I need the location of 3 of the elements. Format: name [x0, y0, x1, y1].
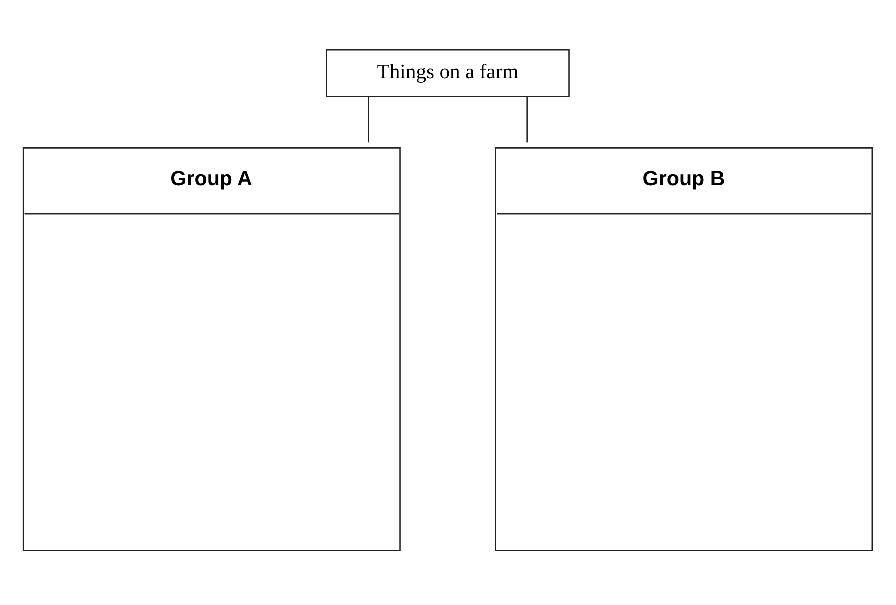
connector	[368, 96, 370, 142]
node-box: Things on a farm	[326, 49, 570, 97]
connector	[526, 96, 528, 142]
